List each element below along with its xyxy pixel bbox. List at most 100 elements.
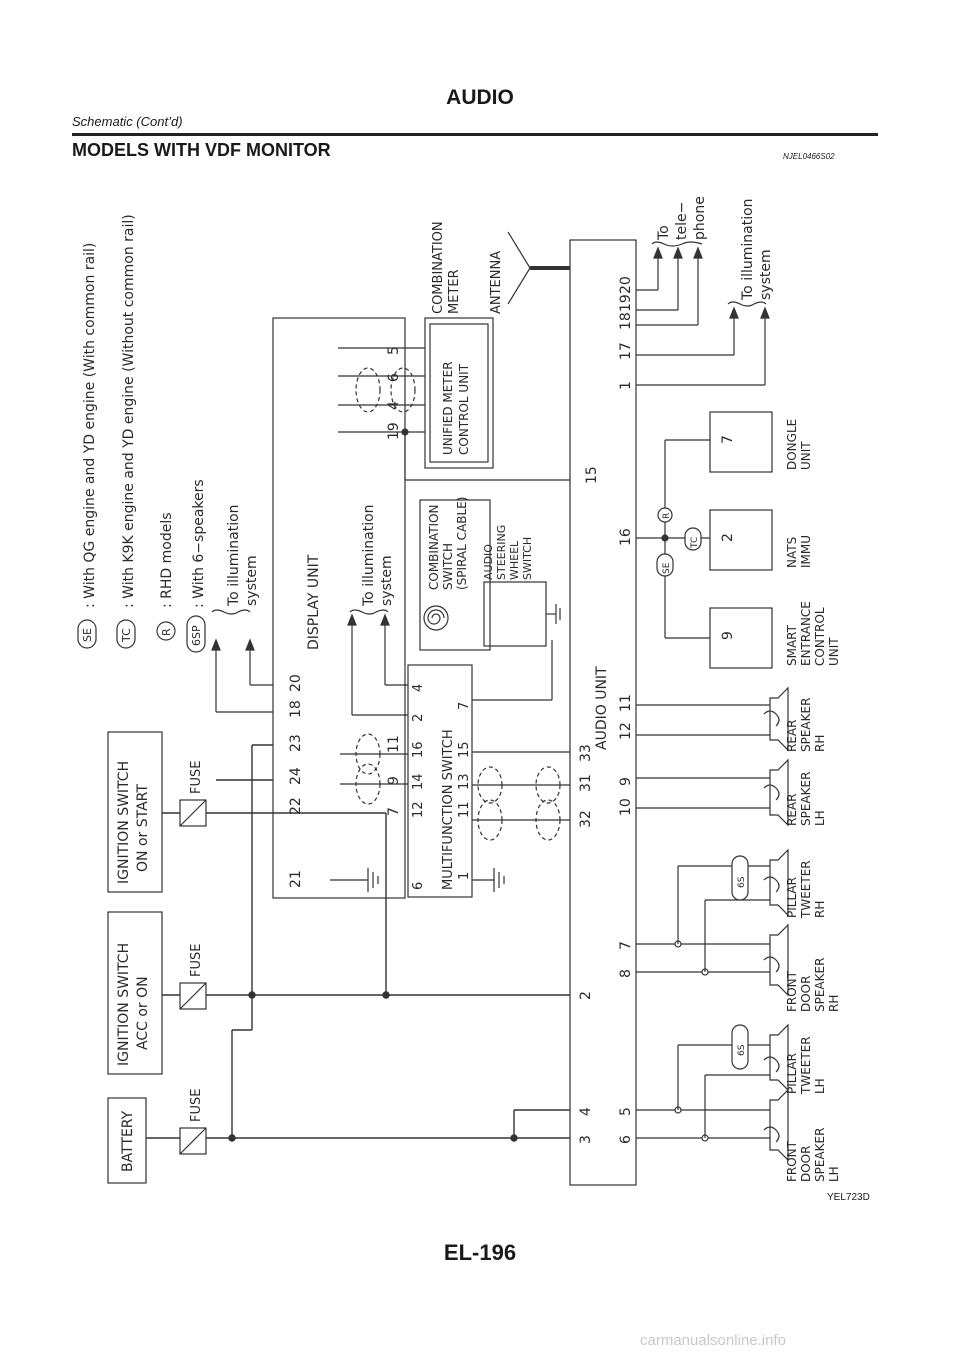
- pin-label: 18: [618, 312, 634, 330]
- speaker-label: RH: [813, 735, 827, 752]
- combo-switch-label: COMBINATION: [427, 505, 441, 591]
- multifunction-switch: MULTIFUNCTION SWITCH 6 12 14 16 2 4 1 11…: [407, 664, 473, 898]
- legend-symbol: TC: [120, 628, 133, 643]
- audio-pins-left: 3 4 2 32 31 33: [578, 744, 594, 1144]
- illum-label: To illumination: [361, 504, 377, 607]
- umcu-label: CONTROL UNIT: [457, 363, 471, 455]
- pin-label: 18: [288, 700, 304, 718]
- ignition-acc-state: ACC or ON: [135, 976, 151, 1050]
- speaker-label: SPEAKER: [799, 698, 813, 752]
- speaker-label: DOOR: [799, 976, 813, 1012]
- immobilizer-link: R SE TC: [636, 439, 710, 639]
- dongle-box: [709, 411, 773, 473]
- speaker-label: TWEETER: [799, 860, 813, 919]
- legend-symbol-box: [77, 619, 97, 649]
- legend-symbol-box: [116, 619, 136, 649]
- pin-label: 17: [618, 342, 634, 360]
- speaker-label: SPEAKER: [813, 958, 827, 1012]
- combo-meter-label: COMBINATION: [431, 221, 446, 314]
- fuse-battery: FUSE: [179, 1089, 207, 1155]
- pin-label: 11: [618, 694, 634, 712]
- pin-label: 1: [457, 872, 472, 880]
- speaker-label: LH: [827, 1166, 841, 1182]
- combo-switch-label: SWITCH: [441, 543, 455, 590]
- speaker-label: REAR: [785, 720, 799, 752]
- display-mfs-shield: [340, 733, 408, 805]
- speaker-label: TWEETER: [799, 1036, 813, 1095]
- pin-label: 6: [618, 1135, 634, 1144]
- telephone-label: tele−: [674, 202, 690, 240]
- speaker-icon: [769, 1088, 789, 1162]
- speaker-label: FRONT: [785, 970, 799, 1012]
- ignition-switch-acc-block: IGNITION SWITCH ACC or ON: [107, 911, 163, 1075]
- audio-unit: AUDIO UNIT 3 4 2 32 31 33 6 5 8 7 10 9 1…: [569, 239, 637, 1186]
- smart-label: ENTRANCE: [799, 601, 813, 666]
- pin-label: 23: [288, 734, 304, 752]
- rear-speaker-rh: REAR SPEAKER RH: [636, 686, 827, 752]
- page-subtitle: Schematic (Cont’d): [72, 114, 183, 129]
- steering-label: AUDIO: [482, 544, 495, 580]
- legend-symbol-box: [186, 615, 206, 653]
- pin-label: 9: [618, 777, 634, 786]
- pin-label: 8: [618, 969, 634, 978]
- front-door-speaker-lh: FRONT DOOR SPEAKER LH: [636, 1088, 841, 1182]
- combo-switch-label: (SPIRAL CABLE): [455, 497, 469, 590]
- fuse-on: FUSE: [179, 761, 207, 827]
- pin-label: 2: [411, 714, 426, 722]
- pin-label: 16: [618, 528, 634, 546]
- section-code: NJEL0466S02: [783, 152, 835, 161]
- page-title: AUDIO: [446, 86, 514, 109]
- antenna-icon: [507, 231, 531, 305]
- speaker-label: RH: [813, 901, 827, 918]
- pin-label: 15: [457, 741, 472, 758]
- fuse-label: FUSE: [189, 944, 204, 977]
- illum-label: To illumination: [226, 504, 242, 607]
- ignition-acc-label: IGNITION SWITCH: [116, 943, 132, 1066]
- pin-label: 19: [386, 422, 402, 440]
- legend-text: : With K9K engine and YD engine (Without…: [121, 214, 137, 608]
- speaker-icon: [769, 1023, 789, 1092]
- fuse-acc: FUSE: [179, 944, 207, 1010]
- pin-label: 10: [618, 798, 634, 816]
- mfs-audio-shield: [472, 751, 570, 841]
- pin-label: 13: [457, 773, 472, 790]
- fuse-label: FUSE: [189, 1089, 204, 1122]
- illum-label: To illumination: [740, 198, 756, 301]
- telephone-link: To tele− phone: [636, 196, 708, 326]
- smart-pin: 9: [720, 631, 736, 640]
- pin-label: 11: [457, 801, 472, 818]
- nats-pin: 2: [720, 533, 736, 542]
- fuse-icon: [179, 1127, 207, 1155]
- front-door-speaker-rh: FRONT DOOR SPEAKER RH: [636, 923, 841, 1012]
- speaker-label: PILLAR: [785, 1053, 799, 1094]
- dongle-unit: 7 DONGLE UNIT: [709, 411, 813, 473]
- ignition-acc-box: [107, 911, 163, 1075]
- pin-label: 19: [618, 294, 634, 312]
- steering-label: SWITCH: [521, 537, 534, 580]
- pillar-tweeter-lh: 6S PILLAR TWEETER LH: [677, 1023, 827, 1138]
- pin-label: 22: [288, 797, 304, 815]
- legend-symbol: TC: [690, 537, 700, 549]
- pin-label: 1: [618, 381, 634, 390]
- smart-label: UNIT: [827, 637, 841, 666]
- pin-label: 5: [386, 346, 402, 355]
- dongle-pin: 7: [720, 435, 736, 444]
- pin-label: 4: [578, 1107, 594, 1116]
- display-pins-left: 21 22 24 23 18 20: [288, 674, 304, 888]
- legend-item-se: SE : With QG engine and YD engine (With …: [77, 243, 98, 649]
- legend-symbol-circle: [156, 621, 176, 641]
- spiral-cable-icon: [423, 605, 449, 631]
- legend-item-r: R : RHD models: [156, 512, 176, 641]
- illum-label: system: [758, 249, 774, 300]
- audio-unit-box: [569, 239, 637, 1186]
- umcu-box: [429, 323, 489, 463]
- pin-label: 20: [288, 674, 304, 692]
- speaker-icon: [769, 848, 789, 917]
- figure-code: YEL723D: [827, 1192, 870, 1203]
- page-number: EL-196: [443, 1240, 517, 1265]
- combination-switch: COMBINATION SWITCH (SPIRAL CABLE): [419, 497, 491, 651]
- pin-label: 5: [618, 1107, 634, 1116]
- illum-label: system: [244, 555, 260, 606]
- section-title: MODELS WITH VDF MONITOR: [72, 140, 331, 160]
- dongle-label: UNIT: [799, 441, 813, 470]
